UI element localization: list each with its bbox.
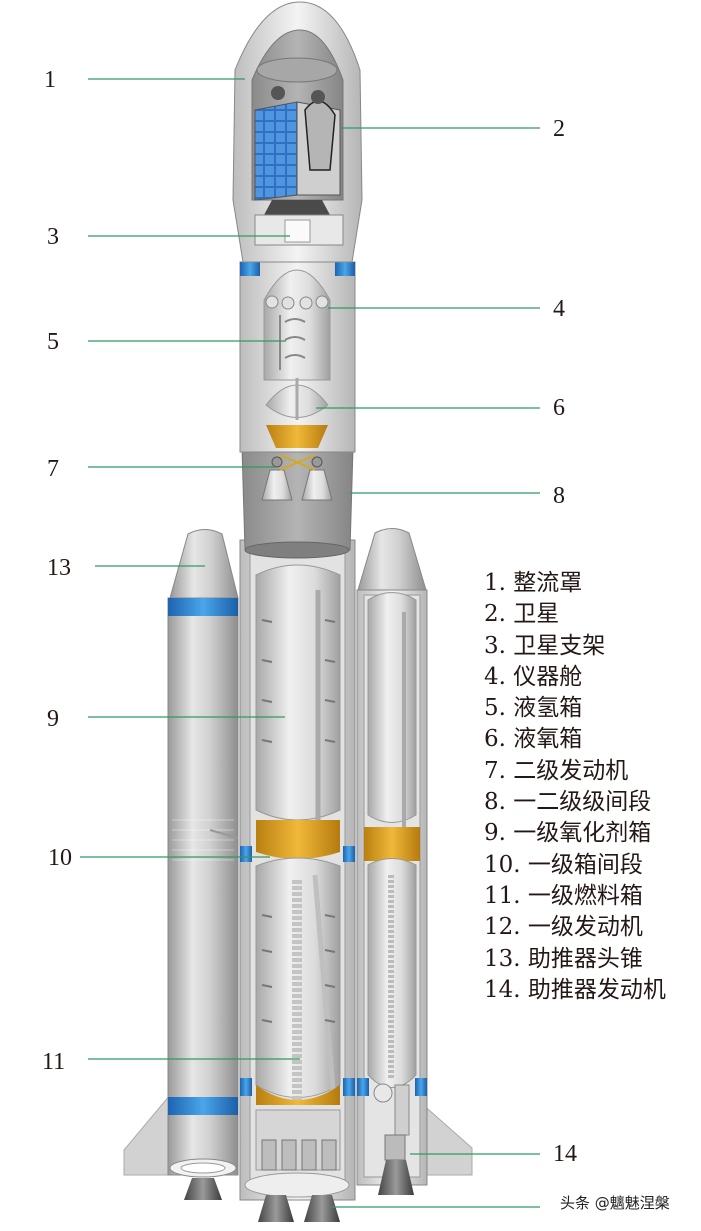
legend-item: 12. 一级发动机	[484, 914, 643, 941]
legend-item: 5. 液氢箱	[484, 695, 583, 722]
legend-item: 13. 助推器头锥	[484, 945, 643, 972]
callout-14: 14	[553, 1141, 577, 1167]
legend-item: 3. 卫星支架	[484, 632, 606, 659]
legend-item: 14. 助推器发动机	[484, 976, 666, 1003]
legend-item: 8. 一二级级间段	[484, 789, 652, 816]
callout-6: 6	[553, 395, 565, 421]
callout-1: 1	[44, 67, 56, 93]
core-stage	[209, 539, 356, 1222]
callout-2: 2	[553, 116, 565, 142]
legend-item: 4. 仪器舱	[484, 663, 583, 690]
legend-item: 11. 一级燃料箱	[484, 882, 643, 909]
fairing	[232, 1, 363, 263]
callout-7: 7	[47, 456, 59, 482]
callout-13: 13	[47, 555, 71, 581]
watermark: 头条 @魑魅涅槃	[560, 1194, 670, 1212]
callout-4: 4	[553, 296, 565, 322]
callout-8: 8	[553, 483, 565, 509]
callout-3: 3	[47, 224, 59, 250]
leader-lines	[80, 78, 540, 1208]
callout-10: 10	[48, 845, 72, 871]
legend-item: 9. 一级氧化剂箱	[484, 820, 652, 847]
legend-item: 2. 卫星	[484, 601, 560, 628]
callout-11: 11	[42, 1049, 66, 1075]
callout-9: 9	[47, 706, 59, 732]
legend-item: 1. 整流罩	[484, 570, 583, 596]
legend-item: 7. 二级发动机	[484, 757, 629, 784]
second-stage	[239, 261, 356, 559]
left-booster	[123, 529, 239, 1200]
legend-item: 10. 一级箱间段	[484, 851, 643, 878]
legend: 1. 整流罩 2. 卫星 3. 卫星支架 4. 仪器舱 5. 液氢箱 6. 液氧…	[484, 568, 666, 1006]
callout-5: 5	[47, 329, 59, 355]
right-booster	[356, 528, 473, 1195]
legend-item: 6. 液氧箱	[484, 726, 583, 753]
